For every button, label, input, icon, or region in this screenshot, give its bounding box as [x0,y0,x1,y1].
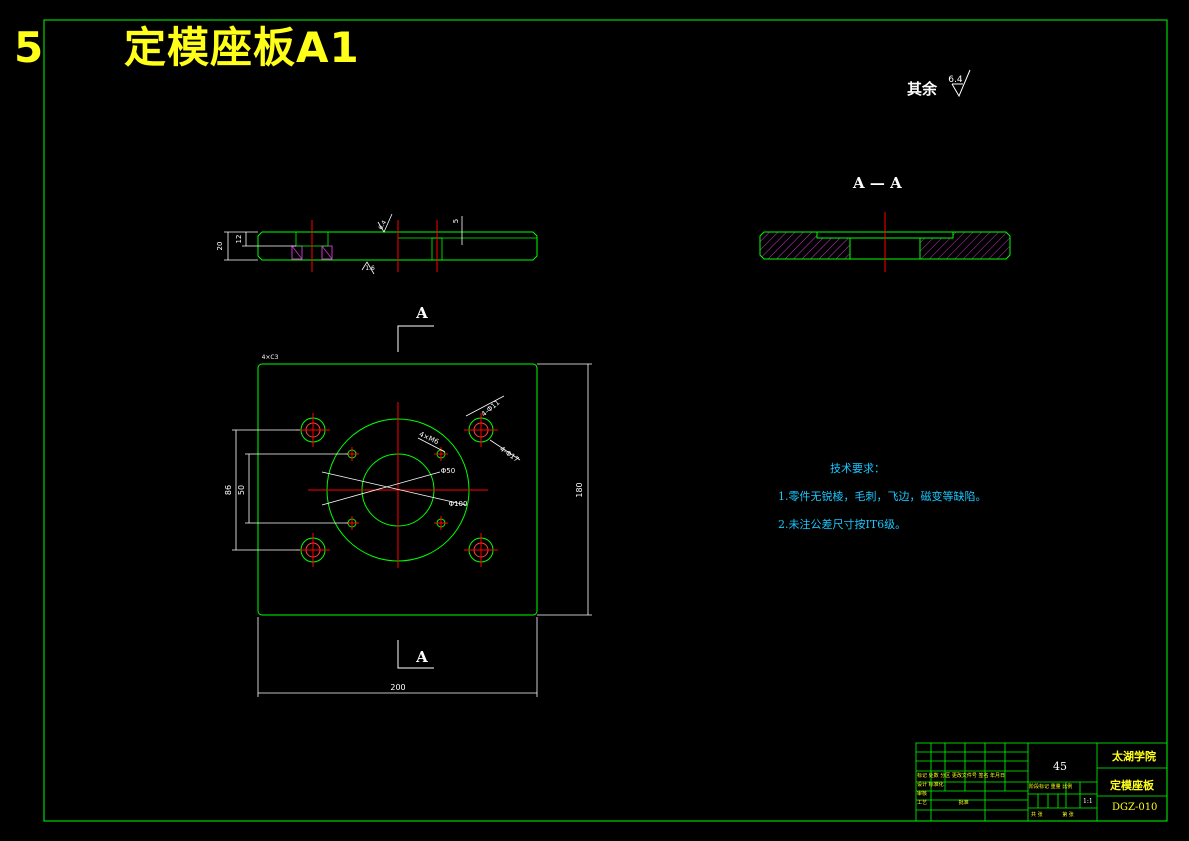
thread-leader [417,437,446,453]
drawing-number: 5 [14,23,45,72]
tb-label-grid-3: 共 张 第 张 [1031,811,1097,818]
rough-mark-a: 6.4 [377,219,388,231]
roughness-value: 6.4 [948,75,963,85]
drawing-frame [43,19,1168,822]
tb-label: 年月日 [990,773,1006,779]
dim-thickness: 20 [216,242,224,251]
counterbore-leader [489,439,521,461]
dim-recess-thickness: 12 [235,235,243,244]
side-outline [257,231,538,261]
title-block [915,742,1168,822]
tb-scale: 1:1 [1083,798,1093,805]
drawing-title-text: 定模座板A1 [124,23,360,72]
dim-pitch-circle: Φ100 [449,500,468,508]
tb-label: 标记 [917,773,928,779]
bolt-hole [464,413,498,447]
height-dimension [537,363,592,616]
dim-height: 180 [575,482,584,497]
rough-mark-b: 1.6 [365,265,375,272]
section-mark-bottom-label: A [415,648,428,666]
tb-part-name: 定模座板 [1110,779,1154,792]
tb-label: 标准化 [928,782,944,788]
tb-school: 太湖学院 [1112,750,1156,763]
tb-label-grid-2: 阶段标记 重量 比例 [1029,783,1097,791]
tb-label: 签名 [978,773,989,779]
plan-view: 200 180 86 50 4-Φ11 4-Φ17 4×M6 Φ50 Φ100 … [224,304,592,697]
thread-hole [434,447,448,461]
tech-item: 1.零件无锐棱，毛刺，飞边，磁变等缺陷。 [778,490,987,503]
roughness-label: 其余 [907,80,938,98]
tb-label: 批准 [958,800,969,806]
outer-vertical-dimension [232,429,300,551]
inner-vertical-dimension [245,453,348,524]
dia-leader-a [321,471,467,506]
dim-bolt-holes: 4-Φ11 [480,399,502,419]
tb-label: 工艺 [917,800,928,806]
tb-drawing-no: DGZ-010 [1112,802,1158,813]
rough-symbol-a [377,213,393,233]
tb-label: 设计 [917,782,928,788]
tech-item: 2.未注公差尺寸按IT6级。 [778,518,907,531]
section-mark-top [397,325,434,352]
roughness-symbol [951,69,971,98]
section-view [759,212,1011,272]
dim-step: 5 [452,219,460,223]
tb-label: 分区 [940,773,951,779]
tech-requirements: 技术要求： 1.零件无锐棱，毛刺，飞边，磁变等缺陷。 2.未注公差尺寸按IT6级… [778,460,987,544]
dim-counterbore: 4-Φ17 [498,445,520,464]
tb-label: 第 张 [1062,812,1074,818]
tech-title: 技术要求： [830,462,885,475]
thickness-dimension [224,231,296,261]
tb-label: 阶段标记 [1029,784,1050,790]
section-view-label: A — A [853,174,902,192]
dim-outer-vertical: 86 [224,485,233,495]
bolt-hole [464,533,498,567]
tb-label-grid: 标记 处数 分区 更改文件号 签名 年月日 设计 标准化 审核 工艺 批准 [917,772,1027,820]
tb-label: 共 张 [1031,812,1043,818]
bolt-hole-leader [465,395,505,417]
tb-label: 更改文件号 [951,773,977,779]
dim-inner-vertical: 50 [237,485,246,495]
rough-symbol-b [361,261,375,275]
thread-hole [434,516,448,530]
dim-width: 200 [390,683,405,692]
section-mark-top-label: A [415,304,428,322]
tb-label: 处数 [928,773,939,779]
section-hatch-right [919,231,1011,260]
side-view: 20 12 5 6.4 1.6 [216,213,538,275]
bolt-hole [296,413,330,447]
width-dimension [257,617,538,697]
tb-material: 45 [1053,760,1067,773]
drawing-title: 5 定模座板A1 [14,14,360,75]
roughness-note: 其余 6.4 [907,75,963,99]
section-hatch-left [759,231,851,260]
tb-label: 比例 [1062,784,1073,790]
dim-corner-note: 4×C3 [262,354,279,361]
bolt-hole [296,533,330,567]
dia-leader-b [321,471,441,506]
section-mark-bottom [397,640,434,669]
tb-label: 重量 [1050,784,1061,790]
plate-outline [257,363,538,616]
tb-label: 审核 [917,791,928,797]
dim-center-bore: Φ50 [441,467,455,475]
